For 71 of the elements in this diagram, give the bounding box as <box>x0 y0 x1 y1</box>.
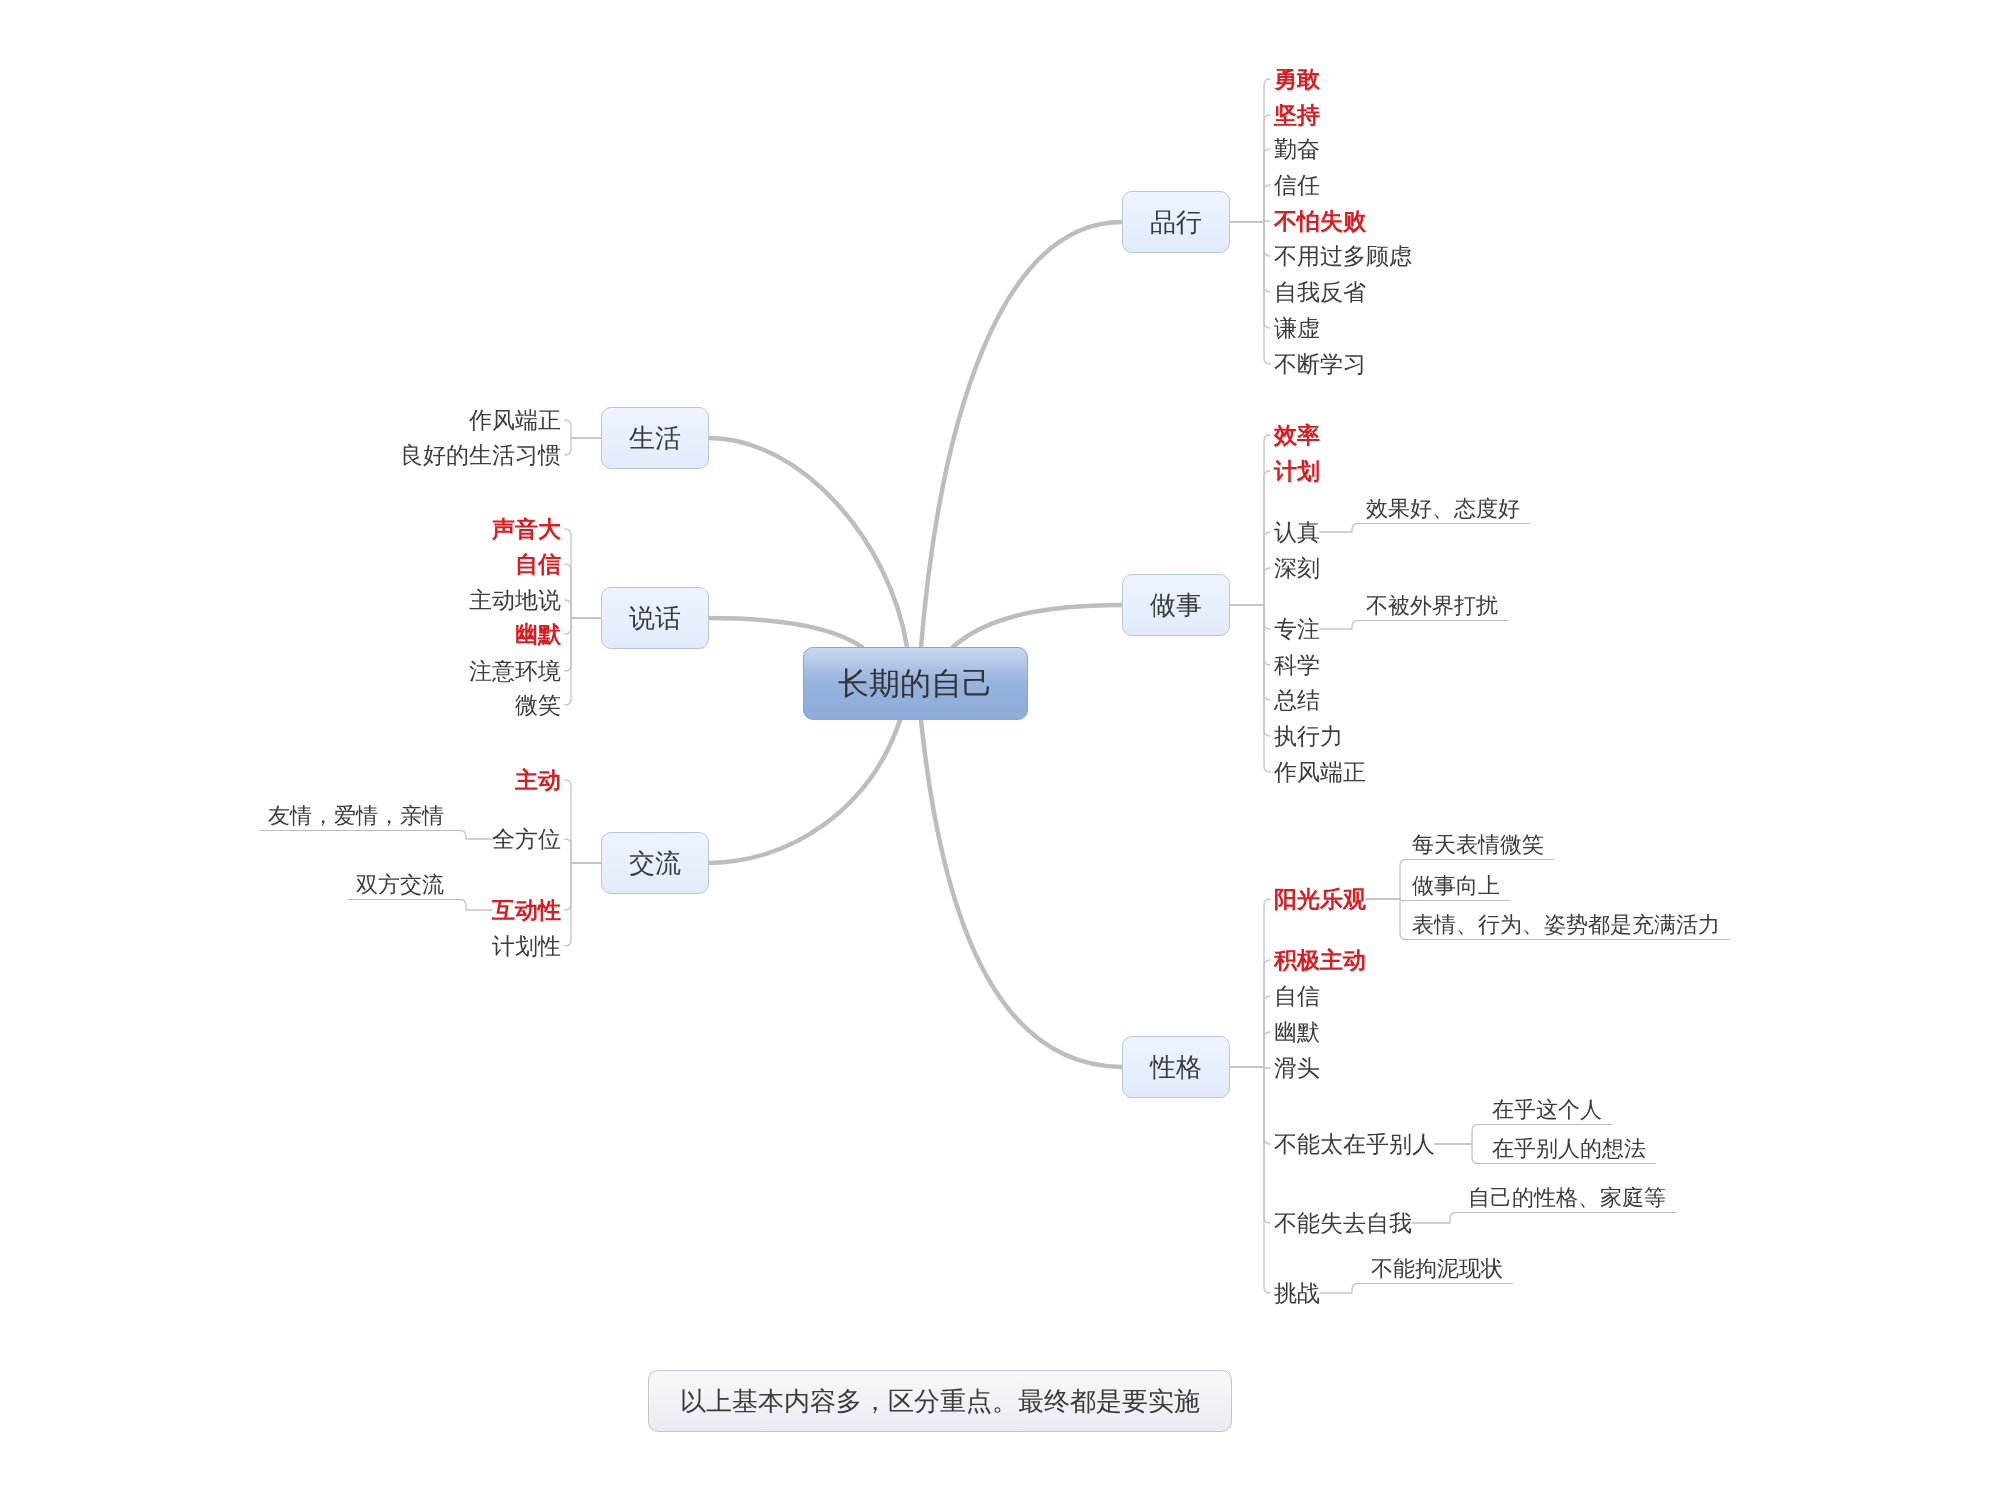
detail-text: 双方交流 <box>348 870 460 900</box>
connector-line <box>1229 604 1271 773</box>
subtopic-text: 不能太在乎别人 <box>1270 1129 1435 1159</box>
subtopic-text: 不用过多顾虑 <box>1270 241 1412 271</box>
connector-line <box>1229 221 1271 365</box>
subtopic-text: 微笑 <box>515 690 565 720</box>
subtopic-text: 全方位 <box>492 824 565 854</box>
subtopic-text: 总结 <box>1270 685 1320 715</box>
connector-line <box>1319 619 1359 630</box>
subtopic-text: 不怕失败 <box>1270 206 1366 236</box>
subtopic-text: 积极主动 <box>1270 945 1366 975</box>
subtopic-text: 作风端正 <box>469 405 565 435</box>
subtopic-text: 阳光乐观 <box>1270 884 1366 914</box>
topic-box: 性格 <box>1122 1036 1230 1098</box>
topic-box: 品行 <box>1122 191 1230 253</box>
subtopic-text: 执行力 <box>1270 721 1343 751</box>
connector-line <box>1229 1066 1271 1294</box>
subtopic-text: 勇敢 <box>1270 64 1320 94</box>
detail-text: 在乎别人的想法 <box>1478 1134 1656 1164</box>
subtopic-text: 自我反省 <box>1270 277 1366 307</box>
connector-line <box>1319 522 1359 533</box>
connector-line <box>1319 1282 1359 1294</box>
detail-text: 做事向上 <box>1406 871 1510 901</box>
topic-box: 做事 <box>1122 574 1230 636</box>
connector-line <box>564 862 602 947</box>
connector-line <box>1411 1211 1457 1224</box>
subtopic-text: 互动性 <box>492 895 565 925</box>
subtopic-text: 幽默 <box>515 619 565 649</box>
subtopic-text: 效率 <box>1270 420 1320 450</box>
subtopic-text: 深刻 <box>1270 553 1320 583</box>
connector-line <box>564 437 602 456</box>
note-box: 以上基本内容多，区分重点。最终都是要实施 <box>648 1370 1232 1432</box>
subtopic-text: 认真 <box>1270 517 1320 547</box>
subtopic-text: 坚持 <box>1270 100 1320 130</box>
subtopic-text: 计划性 <box>492 931 565 961</box>
subtopic-text: 挑战 <box>1270 1278 1320 1308</box>
subtopic-text: 声音大 <box>492 514 565 544</box>
subtopic-text: 谦虚 <box>1270 313 1320 343</box>
connector-line <box>1365 898 1407 941</box>
connector-line <box>564 617 602 706</box>
subtopic-text: 主动 <box>515 765 565 795</box>
subtopic-text: 主动地说 <box>469 585 565 615</box>
subtopic-text: 良好的生活习惯 <box>400 440 565 470</box>
connector-line <box>1434 1143 1479 1165</box>
subtopic-text: 自信 <box>1270 981 1320 1011</box>
topic-box: 交流 <box>601 832 709 894</box>
subtopic-text: 幽默 <box>1270 1017 1320 1047</box>
detail-text: 在乎这个人 <box>1478 1095 1612 1125</box>
detail-text: 不能拘泥现状 <box>1358 1254 1513 1284</box>
subtopic-text: 作风端正 <box>1270 757 1366 787</box>
subtopic-text: 科学 <box>1270 650 1320 680</box>
topic-box: 生活 <box>601 407 709 469</box>
detail-text: 表情、行为、姿势都是充满活力 <box>1406 910 1730 940</box>
subtopic-text: 专注 <box>1270 614 1320 644</box>
connector-line <box>459 898 493 911</box>
topic-box: 说话 <box>601 587 709 649</box>
detail-text: 自己的性格、家庭等 <box>1456 1183 1676 1213</box>
subtopic-text: 不断学习 <box>1270 349 1366 379</box>
detail-text: 友情，爱情，亲情 <box>260 801 460 831</box>
detail-text: 不被外界打扰 <box>1358 591 1508 621</box>
subtopic-text: 不能失去自我 <box>1270 1208 1412 1238</box>
subtopic-text: 自信 <box>515 549 565 579</box>
subtopic-text: 计划 <box>1270 456 1320 486</box>
subtopic-text: 勤奋 <box>1270 134 1320 164</box>
subtopic-text: 信任 <box>1270 170 1320 200</box>
central-topic-box: 长期的自己 <box>803 647 1028 720</box>
detail-text: 效果好、态度好 <box>1358 494 1530 524</box>
detail-text: 每天表情微笑 <box>1406 830 1554 860</box>
subtopic-text: 滑头 <box>1270 1053 1320 1083</box>
subtopic-text: 注意环境 <box>469 656 565 686</box>
connector-line <box>459 829 493 840</box>
